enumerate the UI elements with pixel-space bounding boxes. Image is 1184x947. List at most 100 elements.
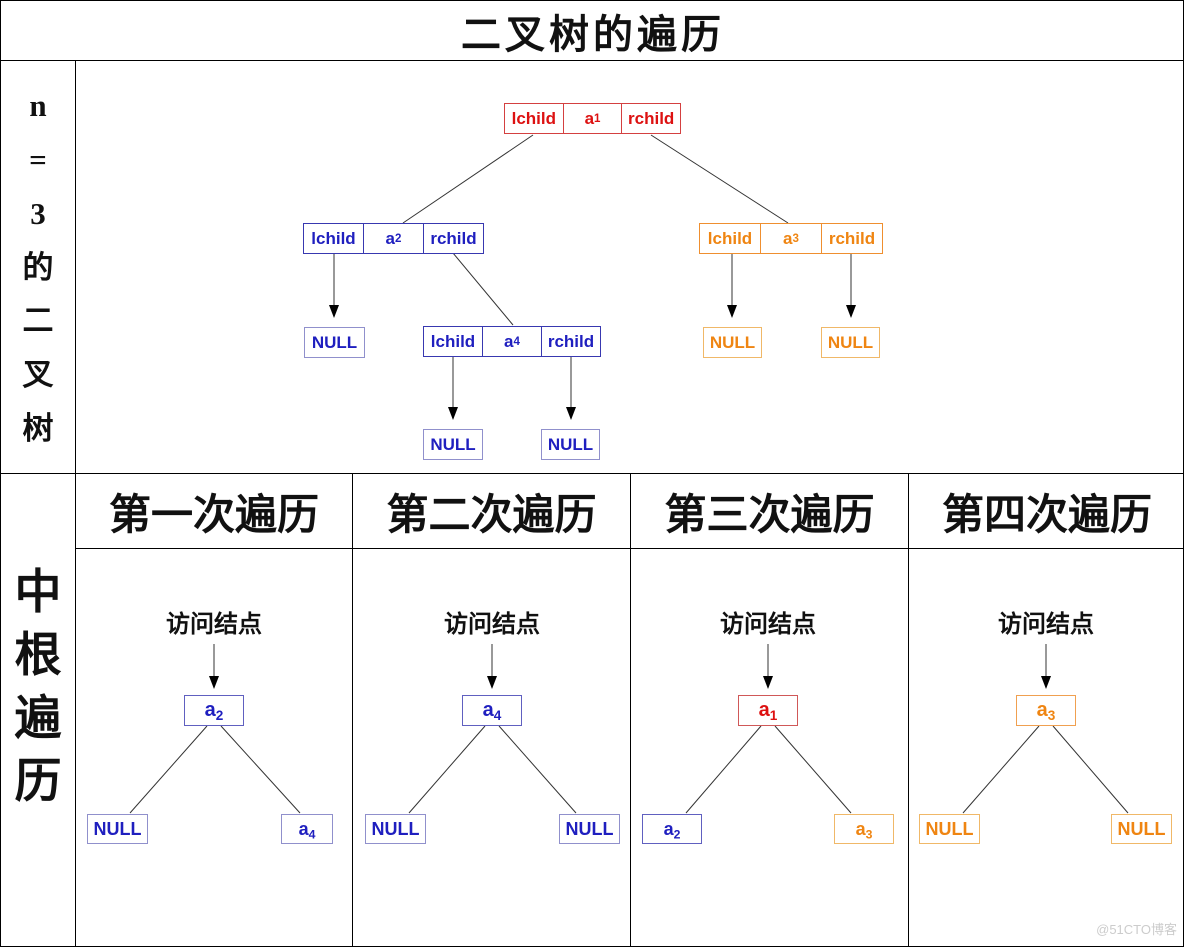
node-sub: 2 [673,826,681,841]
panel2-left-null: NULL [365,814,426,844]
panel2-node-a4: a4 [462,695,522,726]
visit-node-label-p1: 访问结点 [166,612,262,638]
tree-diagram-area [76,61,1183,474]
node-base: a [663,818,674,839]
edge-p2-right [498,725,577,814]
sidebar-char: 遍 [14,693,62,745]
node-sub: 1 [769,707,778,723]
header-fourth-traversal: 第四次遍历 [909,474,1183,549]
null-label: NULL [925,818,974,839]
sidebar-char: n [29,87,47,123]
header-second-traversal: 第二次遍历 [353,474,631,549]
node-base: a [385,228,396,248]
sidebar-label-n3-binary-tree: n = 3 的 二 叉 树 [1,61,76,474]
panel4-left-null: NULL [919,814,980,844]
panel1-left-null: NULL [87,814,148,844]
node-base: a [482,699,494,721]
figure-title-row: 二叉树的遍历 [1,1,1183,61]
panel-third-traversal [631,549,909,946]
panel4-right-null: NULL [1111,814,1172,844]
visit-node-label-p4: 访问结点 [998,612,1094,638]
sidebar-char: 历 [14,756,62,808]
watermark: @51CTO博客 [1096,922,1177,937]
sidebar-label-inorder-traversal: 中 根 遍 历 [1,474,76,946]
panel1-node-a2: a2 [184,695,244,726]
sidebar-char: 树 [22,411,54,447]
node-base: a [855,818,866,839]
node-sub: 4 [308,826,316,841]
null-box-a3-rchild: NULL [821,327,880,358]
header-label: 第一次遍历 [108,492,319,539]
sidebar-char: 根 [14,630,62,682]
edge-a1-to-a2 [402,134,534,224]
visit-node-label-p3: 访问结点 [720,612,816,638]
sidebar-char: 的 [22,249,54,285]
rchild-cell: rchild [541,327,600,356]
null-box-a3-lchild: NULL [703,327,762,358]
edge-p4-right [1052,725,1129,814]
header-label: 第二次遍历 [386,492,597,539]
sidebar-char: 二 [22,303,54,339]
node-name-a4: a4 [483,699,502,722]
edge-a1-to-a3 [650,134,789,224]
sidebar-char: 3 [30,195,46,231]
lchild-cell: lchild [511,108,557,128]
node-base: a [783,228,793,248]
node-base: a [758,699,770,721]
node-sub: 3 [1047,707,1056,723]
null-box-a4-lchild: NULL [423,429,483,460]
sidebar-char: 叉 [22,357,54,393]
node-name-a3: a3 [1037,699,1056,722]
null-label: NULL [371,818,420,839]
null-label: NULL [430,434,476,454]
rchild-cell: rchild [423,224,483,253]
page-title: 二叉树的遍历 [461,11,725,57]
null-box-a4-rchild: NULL [541,429,600,460]
node-base: a [298,818,309,839]
panel3-right-a3: a3 [834,814,894,844]
node-sub: 2 [215,707,224,723]
rchild-cell: rchild [821,224,882,253]
lchild-cell: lchild [707,228,753,248]
header-third-traversal: 第三次遍历 [631,474,909,549]
null-box-a2-lchild: NULL [304,327,365,358]
node-name-a4: a4 [298,818,316,841]
header-first-traversal: 第一次遍历 [76,474,353,549]
panel-second-traversal [353,549,631,946]
node-base: a [584,108,595,128]
sidebar-char: = [29,141,47,177]
panel-first-traversal [76,549,353,946]
node-sub: 3 [865,826,873,841]
edge-a2-to-a4 [452,252,514,326]
edge-p4-left [962,725,1040,814]
node-name-a1: a1 [759,699,778,722]
rchild-cell: rchild [621,104,680,133]
lchild-cell: lchild [311,228,356,248]
visit-node-label-p2: 访问结点 [444,612,540,638]
null-label: NULL [93,818,142,839]
node-name-a3: a3 [855,818,873,841]
null-label: NULL [827,332,874,352]
header-label: 第三次遍历 [664,492,875,539]
edge-p3-right [774,725,852,814]
node-base: a [204,699,216,721]
edge-p1-right [220,725,301,814]
edge-p1-left [129,725,208,814]
edge-p3-left [685,725,762,814]
panel3-left-a2: a2 [642,814,702,844]
header-label: 第四次遍历 [941,492,1152,539]
null-label: NULL [547,434,594,454]
panel2-right-null: NULL [559,814,620,844]
node-sub: 4 [493,707,502,723]
lchild-cell: lchild [430,331,476,351]
node-base: a [504,331,514,351]
